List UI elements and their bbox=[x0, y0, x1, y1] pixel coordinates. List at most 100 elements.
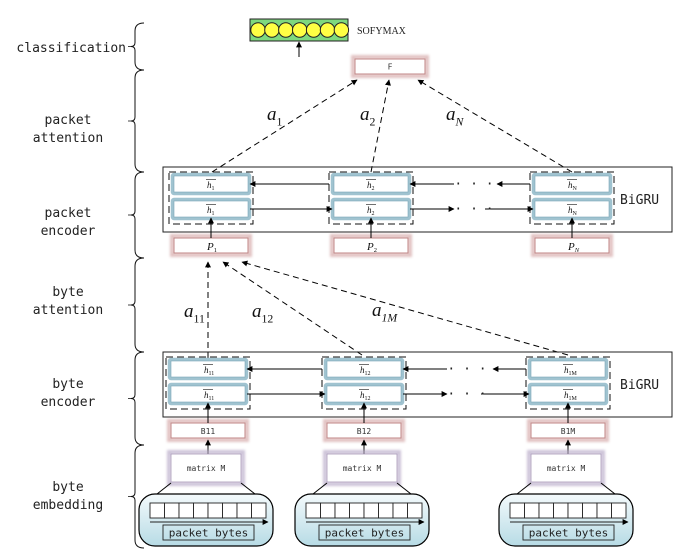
byte-cell bbox=[611, 502, 627, 519]
packet-input-label: P2 bbox=[366, 241, 377, 254]
hidden-state-label: h1M bbox=[564, 390, 578, 402]
hidden-state-label: h1 bbox=[207, 205, 215, 217]
stage-label-line: packet bbox=[45, 206, 92, 221]
softmax-unit bbox=[250, 22, 266, 38]
backward-gru-cell: h1M bbox=[527, 357, 609, 381]
packet-input-box: PN bbox=[531, 234, 613, 257]
forward-gru-cell: h12 bbox=[323, 382, 405, 406]
feature-box: F bbox=[351, 55, 429, 78]
softmax-unit bbox=[292, 22, 308, 38]
byte-cell bbox=[596, 502, 612, 519]
packet-input-box: P2 bbox=[330, 234, 412, 257]
hidden-state-label: hN bbox=[568, 180, 578, 192]
byte-cell bbox=[222, 502, 238, 519]
byte-cell bbox=[207, 502, 223, 519]
byte-cell bbox=[193, 502, 209, 519]
backward-gru-cell: hN bbox=[531, 172, 613, 196]
packet-input-box: P1 bbox=[170, 234, 252, 257]
byte-embedding-column: matrix M packet bytes bbox=[294, 439, 430, 547]
byte-cell bbox=[164, 502, 180, 519]
byte-cell bbox=[553, 502, 569, 519]
softmax-unit bbox=[278, 22, 294, 38]
softmax-layer: SOFYMAX bbox=[249, 18, 407, 42]
hidden-state-label: h1M bbox=[564, 365, 578, 377]
ellipsis: · · · bbox=[447, 362, 486, 377]
softmax-unit bbox=[333, 22, 350, 38]
byte-input-box: B11 bbox=[167, 419, 249, 442]
packet-bytes-label: packet bytes bbox=[169, 527, 248, 540]
packet-encoder-frame bbox=[162, 166, 673, 233]
packet-attention-weight: aN bbox=[446, 104, 465, 128]
bigru-label: BiGRU bbox=[620, 378, 659, 393]
packet-attention-arrows bbox=[211, 79, 573, 173]
stage-byte-encoder: byte encoder bbox=[41, 351, 145, 446]
packet-recurrent-arrows bbox=[249, 181, 534, 212]
stage-label-line: classification bbox=[16, 41, 126, 56]
stage-label-line: byte bbox=[52, 377, 83, 392]
byte-cell bbox=[524, 502, 540, 519]
stage-packet-encoder: packet encoder bbox=[41, 171, 145, 259]
forward-gru-cell: h1M bbox=[527, 382, 609, 406]
attention-arrow-1 bbox=[211, 79, 358, 173]
matrix-label: matrix M bbox=[343, 464, 382, 473]
byte-input-box: B1M bbox=[527, 419, 609, 442]
brace-icon bbox=[130, 22, 145, 71]
hidden-state-label: h11 bbox=[204, 365, 214, 377]
byte-recurrent-arrows bbox=[246, 366, 530, 397]
byte-attention-arrow-1m bbox=[241, 260, 569, 356]
byte-cell bbox=[149, 502, 165, 519]
byte-cell bbox=[236, 502, 252, 519]
hidden-state-label: h12 bbox=[360, 390, 371, 402]
brace-icon bbox=[130, 69, 145, 173]
byte-input-label: B12 bbox=[357, 427, 372, 436]
stage-label-line: encoder bbox=[41, 224, 96, 239]
packet-attention-weight: a1 bbox=[267, 104, 283, 128]
hidden-state-label: h12 bbox=[360, 365, 371, 377]
byte-embedding: matrix M packet bytes matrix M packet bytes… bbox=[138, 439, 634, 547]
byte-cell bbox=[378, 502, 394, 519]
packet-input-label: P1 bbox=[206, 241, 217, 254]
byte-attention-weight: a1M bbox=[372, 300, 398, 324]
byte-cell bbox=[509, 502, 525, 519]
packet-bytes-label: packet bytes bbox=[325, 527, 404, 540]
brace-icon bbox=[130, 351, 145, 446]
matrix-label: matrix M bbox=[547, 464, 586, 473]
attention-arrow-2 bbox=[370, 79, 391, 173]
stage-label-line: byte bbox=[52, 480, 83, 495]
byte-cell bbox=[582, 502, 598, 519]
byte-attention-arrow-12 bbox=[222, 261, 363, 356]
brace-icon bbox=[130, 257, 145, 353]
feature-label: F bbox=[388, 63, 393, 72]
bigru-label: BiGRU bbox=[620, 193, 659, 208]
byte-input-label: B11 bbox=[201, 427, 216, 436]
byte-encoder-frame bbox=[162, 351, 673, 418]
forward-gru-cell: h2 bbox=[330, 197, 412, 221]
stage-label-line: byte bbox=[52, 285, 83, 300]
byte-cell bbox=[320, 502, 336, 519]
ellipsis: · · · bbox=[454, 202, 493, 217]
hidden-state-label: h11 bbox=[204, 390, 214, 402]
packet-attention-weight: a2 bbox=[360, 104, 376, 128]
softmax-unit bbox=[319, 22, 336, 38]
stage-classification: classification bbox=[16, 22, 145, 71]
softmax-unit bbox=[305, 22, 322, 38]
hidden-state-label: h2 bbox=[367, 180, 375, 192]
hidden-state-label: h1 bbox=[207, 180, 215, 192]
packet-input-label: PN bbox=[567, 241, 580, 254]
stage-label-line: encoder bbox=[41, 395, 96, 410]
matrix-box bbox=[326, 453, 398, 483]
byte-cell bbox=[538, 502, 554, 519]
forward-gru-cell: h11 bbox=[167, 382, 249, 406]
